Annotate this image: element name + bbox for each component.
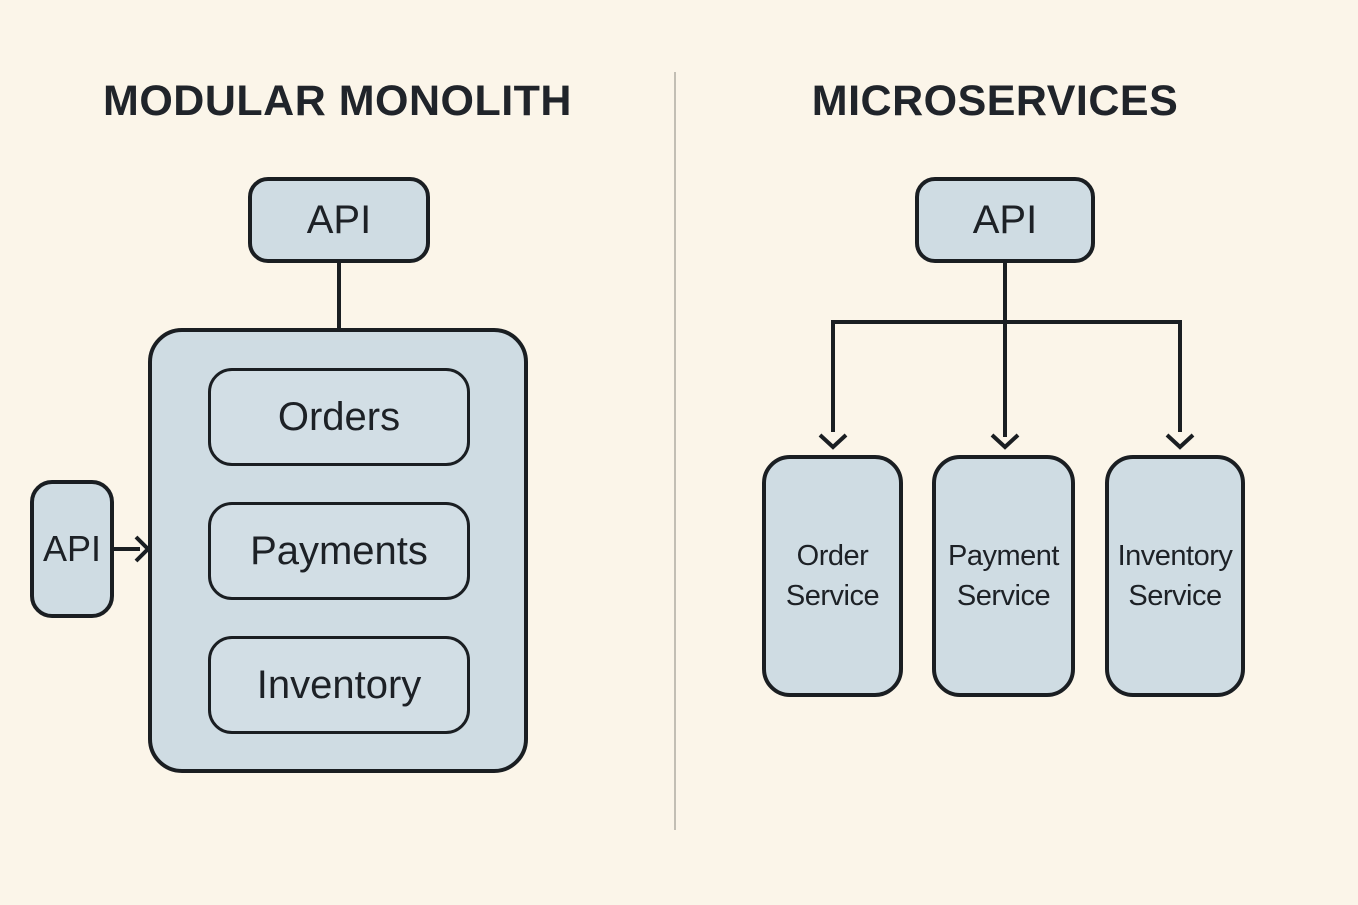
external-api-box-label: API: [42, 528, 102, 569]
microservices-api-box: API: [915, 177, 1095, 263]
panel-divider: [674, 72, 676, 830]
external-api-box: API: [30, 480, 114, 618]
module-payments: Payments: [208, 502, 470, 600]
service-order-label: Order Service: [785, 539, 880, 612]
arrowhead-down-icon: [818, 433, 848, 450]
monolith-api-box-label: API: [306, 197, 372, 242]
right-panel-title: MICROSERVICES: [811, 77, 1179, 125]
left-panel-title: MODULAR MONOLITH: [103, 77, 572, 125]
connector-to-inventory-service: [1178, 320, 1182, 432]
arrowhead-down-icon: [1165, 433, 1195, 450]
monolith-api-box: API: [248, 177, 430, 263]
module-payments-label: Payments: [250, 528, 428, 573]
module-inventory: Inventory: [208, 636, 470, 734]
connector-api-to-monolith: [337, 262, 341, 329]
service-inventory-label: Inventory Service: [1117, 539, 1233, 612]
connector-distributor: [831, 320, 1182, 324]
service-payment-label: Payment Service: [948, 539, 1059, 612]
arrowhead-down-icon: [990, 433, 1020, 450]
arrowhead-right-icon: [134, 535, 150, 563]
connector-external-api-to-monolith: [114, 547, 140, 551]
module-orders-label: Orders: [277, 394, 401, 439]
module-inventory-label: Inventory: [256, 662, 422, 707]
module-orders: Orders: [208, 368, 470, 466]
connector-to-order-service: [831, 320, 835, 432]
service-inventory: Inventory Service: [1105, 455, 1245, 697]
microservices-api-box-label: API: [972, 197, 1038, 242]
connector-api-to-payment-service: [1003, 262, 1007, 437]
service-payment: Payment Service: [932, 455, 1075, 697]
service-order: Order Service: [762, 455, 903, 697]
